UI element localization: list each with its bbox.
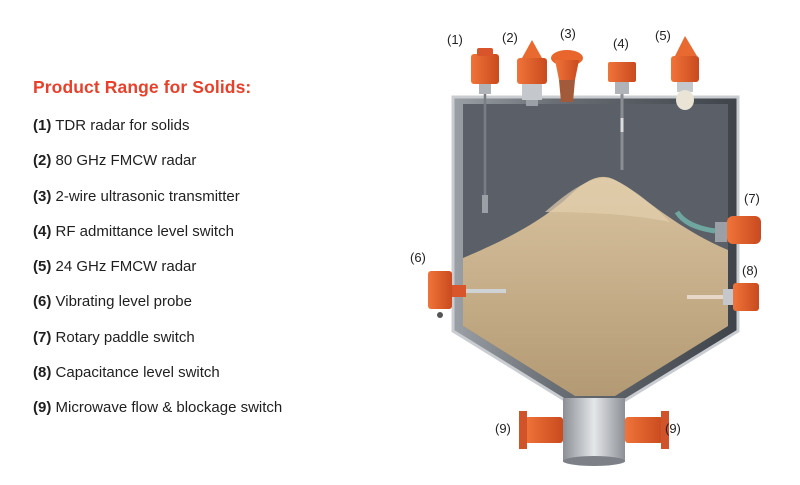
microwave-flow-switch-left [519, 411, 563, 449]
silo-diagram: (1) (2) (3) (4) (5) (6) (7) (8) (9) (9) [395, 0, 800, 485]
label-4: (4) [613, 36, 629, 51]
item-number: (4) [33, 222, 52, 240]
item-number: (2) [33, 152, 52, 170]
item-label: TDR radar for solids [55, 117, 190, 134]
rotary-paddle-switch-device [674, 210, 761, 244]
item-label: Rotary paddle switch [55, 328, 195, 346]
label-7: (7) [744, 191, 760, 206]
label-1: (1) [447, 32, 463, 47]
label-9-right: (9) [665, 421, 681, 436]
list-item: (9) Microwave flow & blockage switch [33, 397, 282, 432]
list-item: (6) Vibrating level probe [33, 291, 282, 326]
list-item: (4) RF admittance level switch [33, 221, 282, 256]
microwave-flow-switch-right [625, 411, 669, 449]
item-number: (5) [33, 258, 52, 276]
list-item: (3) 2-wire ultrasonic transmitter [33, 186, 282, 221]
item-label: Vibrating level probe [55, 293, 192, 311]
list-item: (1) TDR radar for solids [33, 115, 282, 150]
label-3: (3) [560, 26, 576, 41]
rf-admittance-switch-device [608, 62, 636, 170]
list-item: (2) 80 GHz FMCW radar [33, 150, 282, 185]
item-label: Capacitance level switch [55, 364, 220, 382]
outlet-pipe [563, 398, 625, 462]
item-label: Microwave flow & blockage switch [55, 399, 283, 417]
label-2: (2) [502, 30, 518, 45]
list-item: (7) Rotary paddle switch [33, 327, 282, 362]
item-number: (8) [33, 364, 52, 382]
item-number: (7) [33, 328, 52, 346]
list-item: (5) 24 GHz FMCW radar [33, 256, 282, 291]
ultrasonic-transmitter-device [551, 50, 583, 102]
item-number: (9) [33, 399, 52, 417]
capacitance-switch-device [687, 283, 759, 311]
item-number: (6) [33, 293, 52, 311]
item-number: (3) [33, 187, 52, 205]
label-5: (5) [655, 28, 671, 43]
label-8: (8) [742, 263, 758, 278]
bulk-material [463, 176, 728, 396]
vibrating-level-probe-device [428, 271, 506, 318]
item-label: 80 GHz FMCW radar [55, 152, 197, 170]
label-9-left: (9) [495, 421, 511, 436]
item-label: RF admittance level switch [55, 222, 234, 240]
silo-illustration: (1) (2) (3) (4) (5) (6) (7) (8) (9) (9) [410, 26, 761, 466]
material-pile-highlight [545, 178, 670, 222]
label-6: (6) [410, 250, 426, 265]
list-item: (8) Capacitance level switch [33, 362, 282, 397]
item-label: 2-wire ultrasonic transmitter [55, 187, 240, 205]
fmcw-24ghz-radar-device [671, 36, 699, 110]
tdr-radar-device [471, 48, 499, 213]
item-number: (1) [33, 117, 52, 134]
page-title: Product Range for Solids: [33, 77, 252, 97]
product-list: (1) TDR radar for solids (2) 80 GHz FMCW… [33, 115, 282, 433]
item-label: 24 GHz FMCW radar [55, 258, 197, 276]
fmcw-80ghz-radar-device [517, 40, 547, 106]
